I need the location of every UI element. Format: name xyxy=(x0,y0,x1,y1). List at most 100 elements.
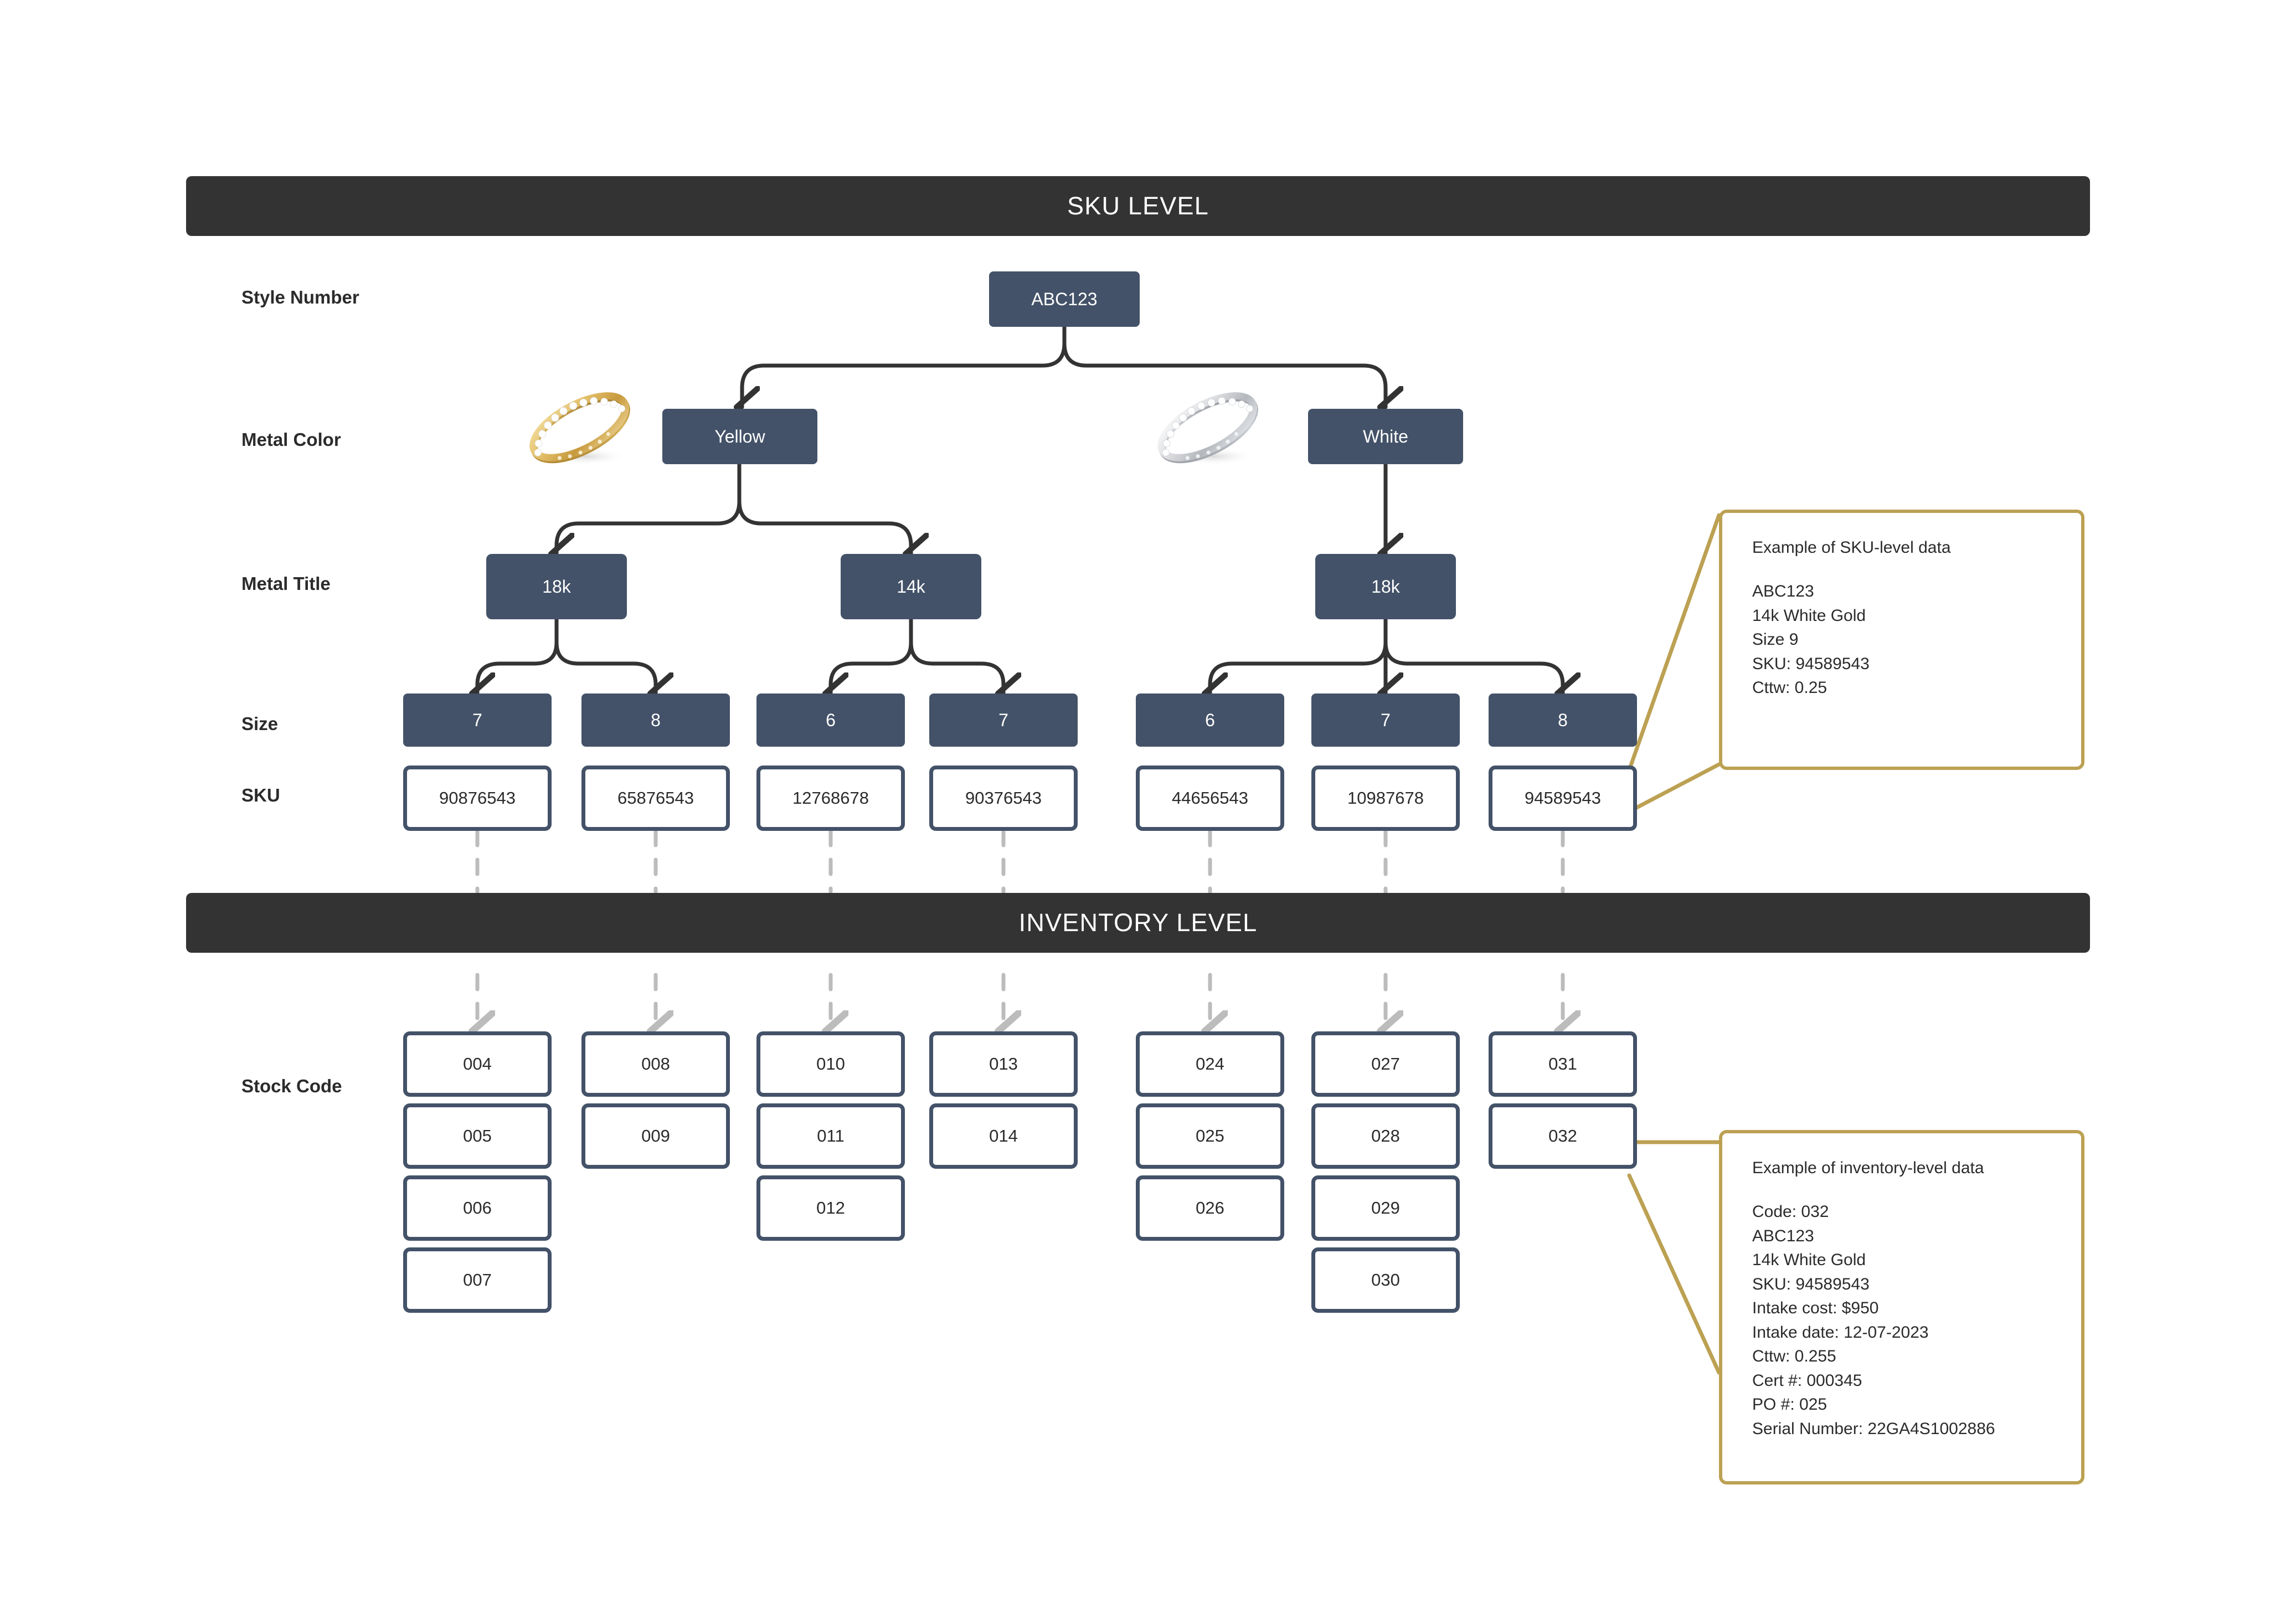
row-label-sku: SKU xyxy=(241,785,280,805)
callout-inventory-line: ABC123 xyxy=(1752,1226,1814,1245)
node-style-number[interactable]: ABC123 xyxy=(989,271,1140,327)
box-stock-code-label: 030 xyxy=(1371,1270,1400,1290)
callout-inventory-line: Intake cost: $950 xyxy=(1752,1299,1879,1317)
box-sku-2[interactable]: 65876543 xyxy=(581,766,730,831)
row-label-stock-code: Stock Code xyxy=(241,1076,342,1096)
box-stock-code[interactable]: 008 xyxy=(581,1031,730,1097)
box-stock-code[interactable]: 007 xyxy=(403,1247,552,1313)
box-sku-2-label: 65876543 xyxy=(617,788,694,808)
callout-inventory-line: Intake date: 12-07-2023 xyxy=(1752,1323,1929,1342)
node-size-5[interactable]: 6 xyxy=(1136,694,1284,747)
callout-inventory-level-data: Example of inventory-level data Code: 03… xyxy=(1719,1130,2084,1484)
box-stock-code-label: 029 xyxy=(1371,1198,1400,1218)
callout-inventory-line: PO #: 025 xyxy=(1752,1395,1827,1414)
callout-sku-title: Example of SKU-level data xyxy=(1752,538,1951,557)
node-metal-color-white-label: White xyxy=(1363,426,1408,446)
node-size-7-label: 8 xyxy=(1558,710,1568,730)
node-size-6-label: 7 xyxy=(1381,710,1391,730)
callout-sku-line: SKU: 94589543 xyxy=(1752,654,1870,673)
callout-sku-line: 14k White Gold xyxy=(1752,606,1866,625)
row-label-metal-title: Metal Title xyxy=(241,573,331,594)
box-stock-code[interactable]: 010 xyxy=(756,1031,905,1097)
box-sku-6-label: 10987678 xyxy=(1347,788,1424,808)
callout-sku-level-data: Example of SKU-level data ABC123 14k Whi… xyxy=(1719,510,2084,770)
callout-inventory-line: SKU: 94589543 xyxy=(1752,1275,1870,1293)
callout-inventory-title: Example of inventory-level data xyxy=(1752,1159,1984,1177)
node-metal-color-yellow-label: Yellow xyxy=(714,426,765,446)
box-sku-5-label: 44656543 xyxy=(1172,788,1248,808)
box-stock-code[interactable]: 031 xyxy=(1489,1031,1637,1097)
node-style-number-label: ABC123 xyxy=(1031,289,1098,309)
callout-inventory-line: Cttw: 0.255 xyxy=(1752,1347,1836,1365)
node-size-7[interactable]: 8 xyxy=(1489,694,1637,747)
node-metal-color-white[interactable]: White xyxy=(1308,409,1463,464)
box-sku-1[interactable]: 90876543 xyxy=(403,766,552,831)
box-stock-code-label: 024 xyxy=(1196,1054,1224,1073)
box-stock-code-label: 032 xyxy=(1548,1126,1577,1145)
box-sku-6[interactable]: 10987678 xyxy=(1311,766,1460,831)
box-sku-3[interactable]: 12768678 xyxy=(756,766,905,831)
node-size-4-label: 7 xyxy=(998,710,1008,730)
node-metal-title-14k-yellow[interactable]: 14k xyxy=(841,554,981,619)
inventory-level-header-bar: INVENTORY LEVEL xyxy=(186,893,2090,953)
box-stock-code-label: 025 xyxy=(1196,1126,1224,1145)
node-metal-title-18k-white-label: 18k xyxy=(1371,576,1400,597)
callout-inventory-line: Code: 032 xyxy=(1752,1203,1829,1221)
box-stock-code-label: 028 xyxy=(1371,1126,1400,1145)
box-stock-code[interactable]: 006 xyxy=(403,1175,552,1241)
box-stock-code-label: 009 xyxy=(641,1126,670,1145)
box-stock-code[interactable]: 009 xyxy=(581,1103,730,1169)
callout-inventory-line: Cert #: 000345 xyxy=(1752,1371,1862,1390)
box-sku-7[interactable]: 94589543 xyxy=(1489,766,1637,831)
box-stock-code-label: 027 xyxy=(1371,1054,1400,1073)
box-stock-code[interactable]: 029 xyxy=(1311,1175,1460,1241)
node-size-3[interactable]: 6 xyxy=(756,694,905,747)
callout-sku-line: Size 9 xyxy=(1752,630,1799,649)
box-stock-code[interactable]: 028 xyxy=(1311,1103,1460,1169)
box-stock-code[interactable]: 012 xyxy=(756,1175,905,1241)
node-size-1[interactable]: 7 xyxy=(403,694,552,747)
box-stock-code[interactable]: 005 xyxy=(403,1103,552,1169)
inventory-level-title: INVENTORY LEVEL xyxy=(1018,908,1258,937)
white-gold-ring-photo xyxy=(1157,392,1258,465)
node-size-4[interactable]: 7 xyxy=(929,694,1078,747)
node-metal-title-14k-yellow-label: 14k xyxy=(897,576,925,597)
box-stock-code[interactable]: 032 xyxy=(1489,1103,1637,1169)
box-stock-code[interactable]: 014 xyxy=(929,1103,1078,1169)
node-size-6[interactable]: 7 xyxy=(1311,694,1460,747)
callout-inventory-line: 14k White Gold xyxy=(1752,1251,1866,1269)
box-sku-5[interactable]: 44656543 xyxy=(1136,766,1284,831)
node-metal-title-18k-white[interactable]: 18k xyxy=(1315,554,1456,619)
box-stock-code-label: 026 xyxy=(1196,1198,1224,1218)
box-stock-code[interactable]: 030 xyxy=(1311,1247,1460,1313)
sku-level-title: SKU LEVEL xyxy=(1067,192,1209,220)
box-stock-code-label: 006 xyxy=(463,1198,492,1218)
box-stock-code[interactable]: 013 xyxy=(929,1031,1078,1097)
row-label-metal-color: Metal Color xyxy=(241,429,341,450)
box-stock-code-label: 031 xyxy=(1548,1054,1577,1073)
node-size-3-label: 6 xyxy=(826,710,836,730)
callout-sku-line: ABC123 xyxy=(1752,582,1814,600)
box-stock-code[interactable]: 026 xyxy=(1136,1175,1284,1241)
box-stock-code[interactable]: 024 xyxy=(1136,1031,1284,1097)
box-stock-code-label: 008 xyxy=(641,1054,670,1073)
node-size-2[interactable]: 8 xyxy=(581,694,730,747)
box-stock-code[interactable]: 004 xyxy=(403,1031,552,1097)
row-label-style-number: Style Number xyxy=(241,287,359,307)
node-metal-color-yellow[interactable]: Yellow xyxy=(662,409,817,464)
node-metal-title-18k-yellow-label: 18k xyxy=(542,576,571,597)
node-metal-title-18k-yellow[interactable]: 18k xyxy=(486,554,627,619)
box-stock-code-label: 005 xyxy=(463,1126,492,1145)
box-stock-code[interactable]: 027 xyxy=(1311,1031,1460,1097)
box-stock-code[interactable]: 025 xyxy=(1136,1103,1284,1169)
node-size-5-label: 6 xyxy=(1205,710,1215,730)
box-sku-4[interactable]: 90376543 xyxy=(929,766,1078,831)
yellow-gold-ring-photo xyxy=(529,392,630,465)
box-stock-code[interactable]: 011 xyxy=(756,1103,905,1169)
box-sku-1-label: 90876543 xyxy=(439,788,516,808)
box-stock-code-label: 012 xyxy=(816,1198,845,1218)
node-size-1-label: 7 xyxy=(472,710,482,730)
row-label-size: Size xyxy=(241,713,279,734)
box-sku-4-label: 90376543 xyxy=(965,788,1042,808)
